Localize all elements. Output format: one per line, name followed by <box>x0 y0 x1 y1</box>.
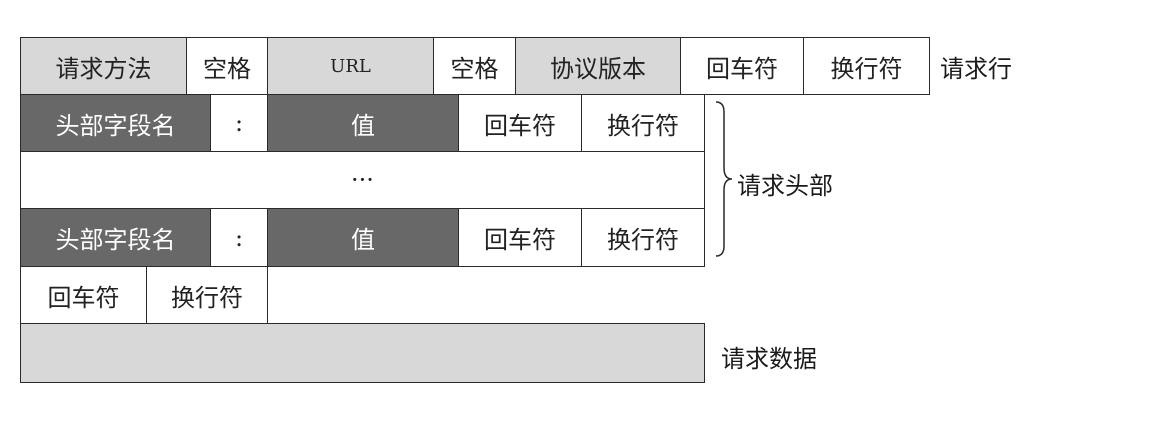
blank-line-lf-cell: 换行符 <box>146 266 268 324</box>
header-cr-cell-1: 回车符 <box>458 94 582 152</box>
header-value-cell-1: 值 <box>267 94 459 152</box>
header-lf-cell-1: 换行符 <box>581 94 705 152</box>
request-line-label: 请求行 <box>940 55 1012 83</box>
headers-brace <box>715 101 733 257</box>
header-ellipsis-row: ··· <box>20 151 705 209</box>
header-field-name-cell-1: 头部字段名 <box>20 94 211 152</box>
space-cell-1: 空格 <box>186 37 268 95</box>
space-cell-2: 空格 <box>433 37 516 95</box>
header-field-name-cell-2: 头部字段名 <box>20 208 211 267</box>
url-cell: URL <box>267 37 434 95</box>
request-body-label: 请求数据 <box>721 345 817 373</box>
header-colon-cell-1: : <box>210 94 268 152</box>
protocol-version-cell: 协议版本 <box>515 37 681 95</box>
header-value-cell-2: 值 <box>267 208 459 267</box>
request-line-lf-cell: 换行符 <box>803 37 930 95</box>
header-colon-cell-2: : <box>210 208 268 267</box>
method-cell: 请求方法 <box>20 37 187 95</box>
headers-label: 请求头部 <box>737 172 833 200</box>
blank-line-cr-cell: 回车符 <box>20 266 147 324</box>
header-cr-cell-2: 回车符 <box>458 208 582 267</box>
request-line-cr-cell: 回车符 <box>680 37 804 95</box>
header-lf-cell-2: 换行符 <box>581 208 705 267</box>
request-body-cell <box>20 323 705 383</box>
